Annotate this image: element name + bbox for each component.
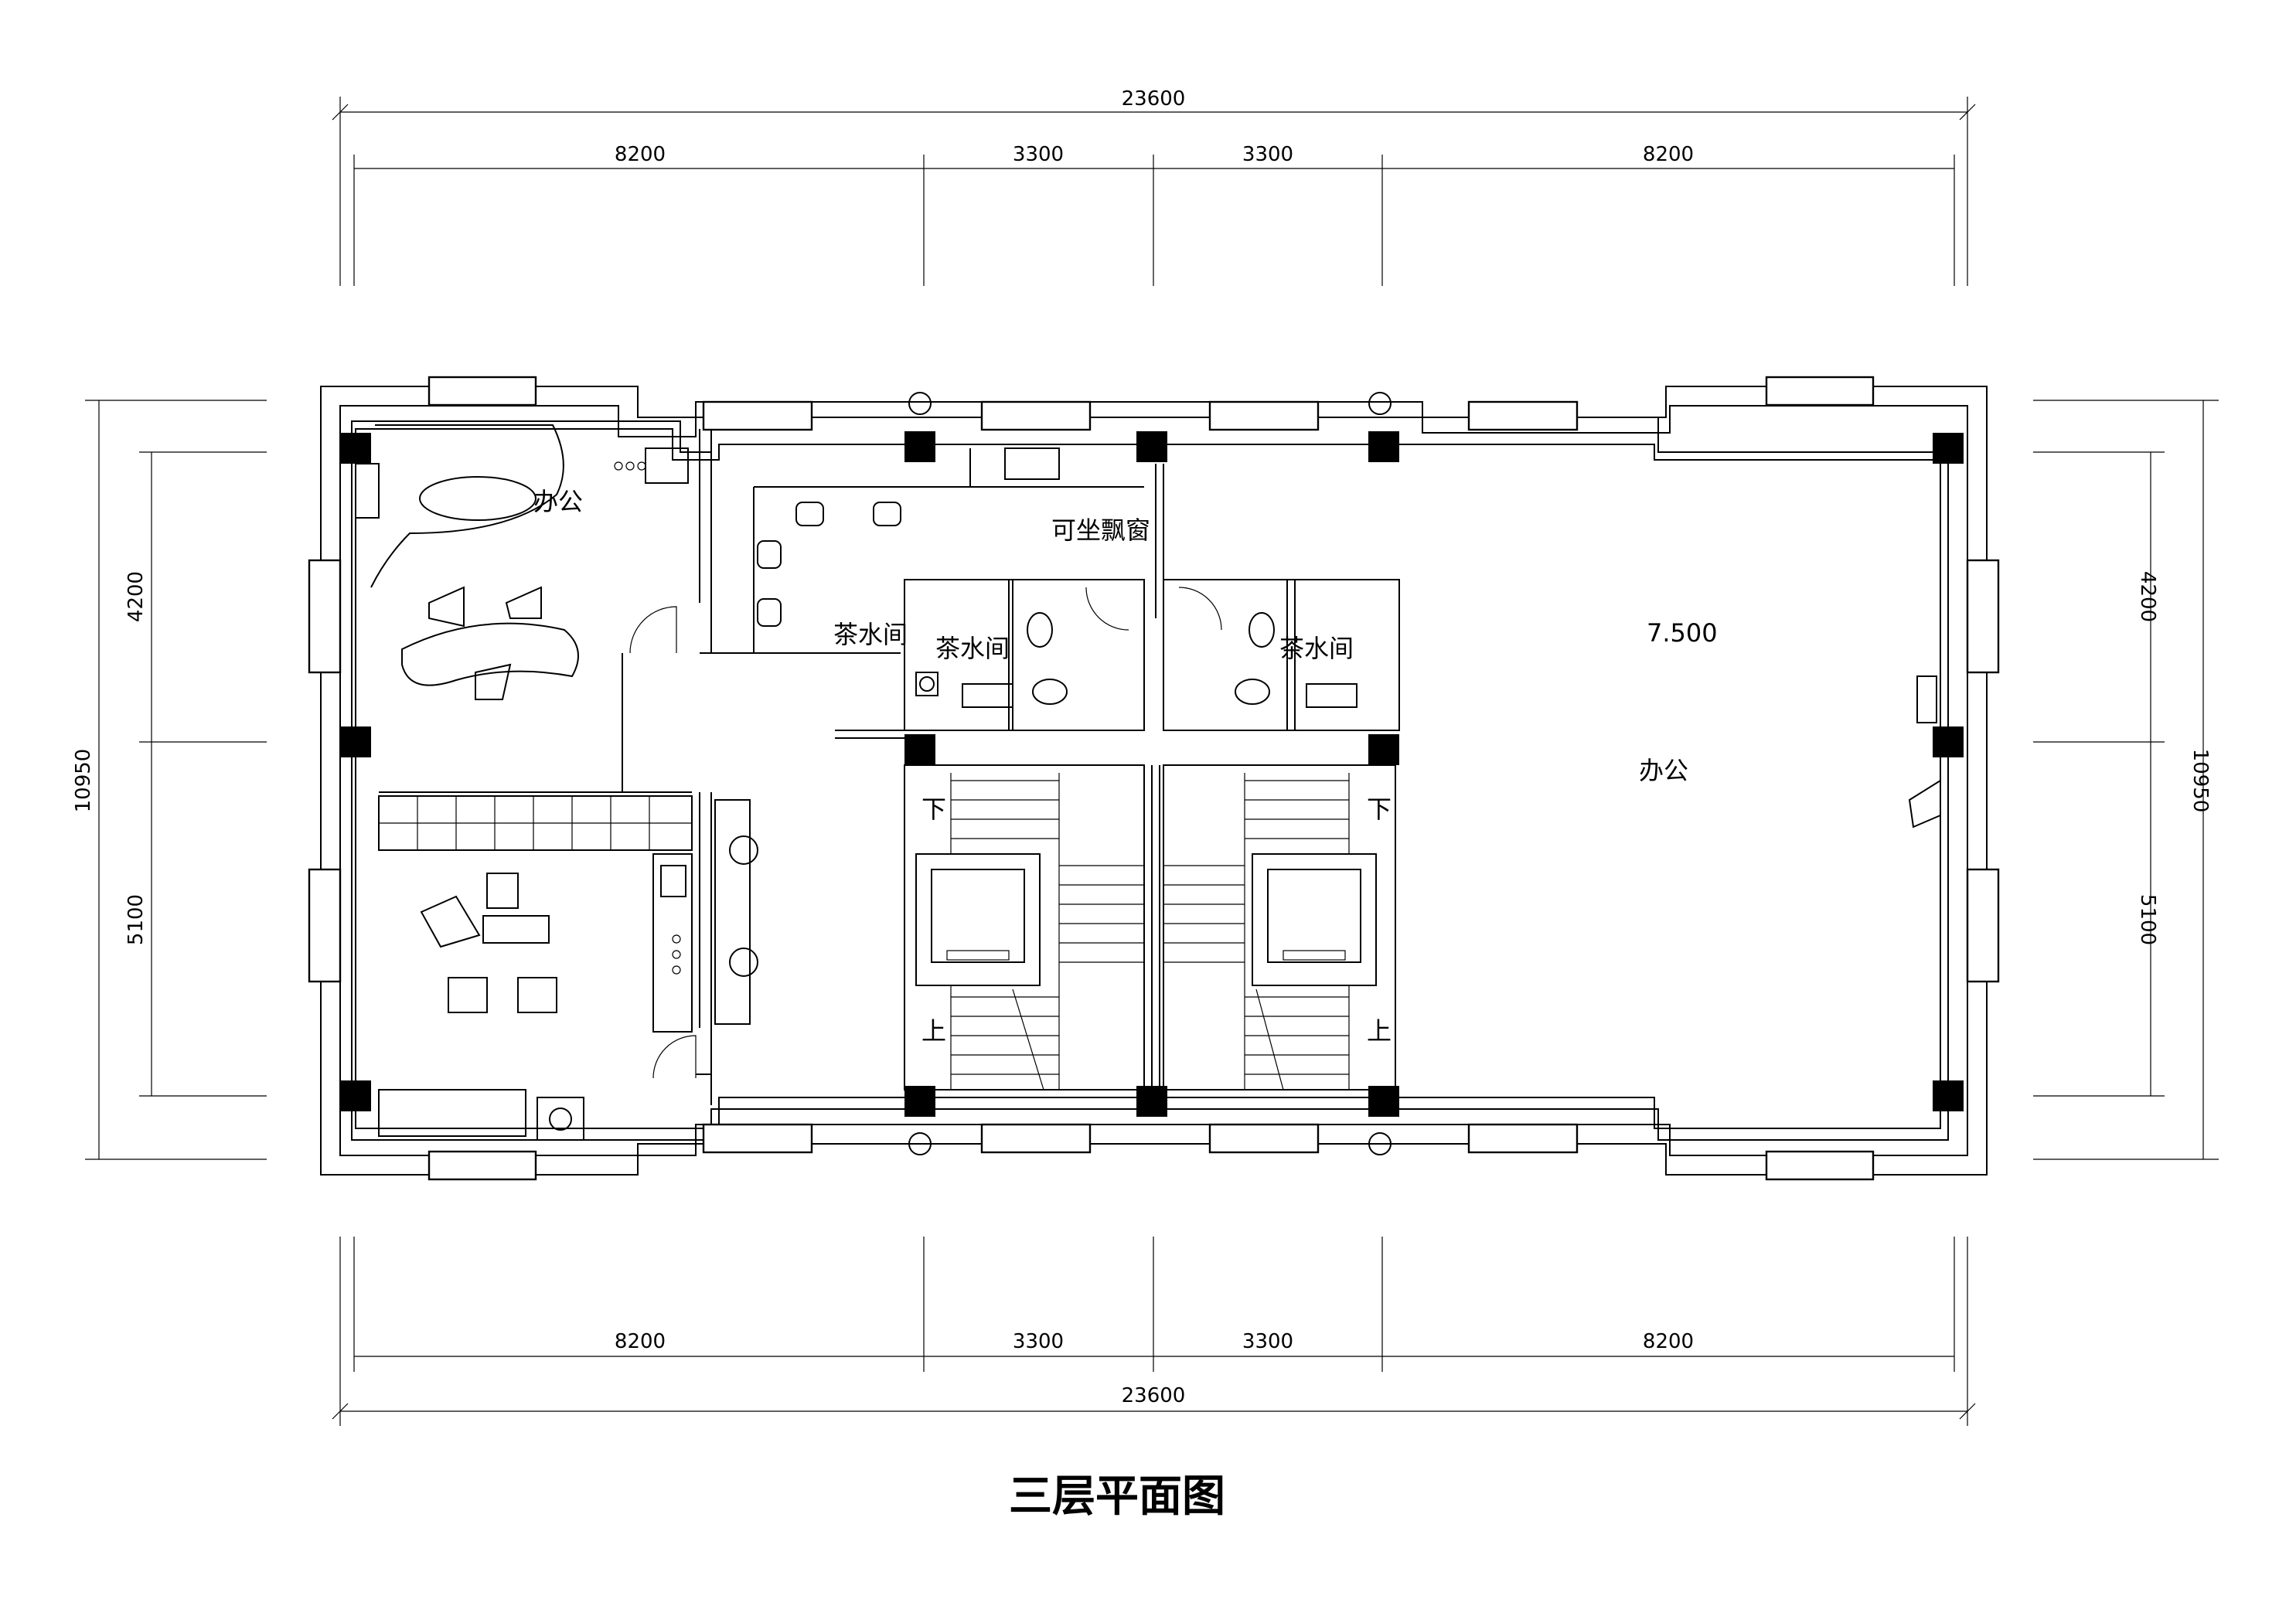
left-dimensions: 10950 4200 5100 (72, 400, 267, 1160)
stair-right: 下 上 (1163, 773, 1392, 1091)
room-labels: 办公 茶水间 茶水间 茶水间 可坐飘窗 7.500 办公 (533, 487, 1718, 785)
bay-windows-bottom (428, 1123, 1875, 1181)
stair-right-down-label: 下 (1367, 794, 1392, 824)
room-label-office-top-left: 办公 (533, 487, 583, 516)
room-label-tea-room-1: 茶水间 (833, 620, 908, 649)
room-label-tea-room-3: 茶水间 (1279, 634, 1354, 663)
room-label-tea-room-2: 茶水间 (935, 634, 1010, 663)
drawing-title: 三层平面图 (1009, 1472, 1225, 1522)
bookshelf (378, 795, 693, 851)
dim-left-seg-1: 4200 (124, 571, 148, 622)
dim-right-seg-1: 4200 (2136, 571, 2159, 622)
office-lower-left-furniture (378, 795, 758, 1141)
dim-bottom-seg-4: 8200 (1643, 1330, 1694, 1353)
tea-rooms (904, 579, 1400, 731)
side-windows (308, 559, 2000, 983)
room-label-elevation: 7.500 (1647, 618, 1718, 648)
stair-left: 下 上 (915, 773, 1144, 1091)
right-dimensions: 10950 4200 5100 (2033, 400, 2219, 1160)
tea-lounge-furniture (757, 447, 1060, 627)
interior-walls (379, 429, 1396, 1105)
stair-left-up-label: 上 (921, 1016, 946, 1046)
structural-columns (340, 431, 1964, 1117)
stair-left-down-label: 下 (921, 794, 946, 824)
dim-top-seg-4: 8200 (1643, 143, 1694, 166)
dim-left-seg-2: 5100 (124, 894, 148, 945)
dim-top-seg-2: 3300 (1013, 143, 1064, 166)
dim-bottom-seg-3: 3300 (1242, 1330, 1293, 1353)
dim-bottom-seg-2: 3300 (1013, 1330, 1064, 1353)
bay-windows-top (428, 376, 1875, 431)
dim-left-total: 10950 (72, 749, 95, 813)
dim-top-seg-3: 3300 (1242, 143, 1293, 166)
dim-bottom-total: 23600 (1122, 1384, 1186, 1407)
staircases: 下 上 下 上 (915, 773, 1392, 1091)
office-left-furniture (355, 424, 689, 700)
dim-top-total: 23600 (1122, 87, 1186, 111)
room-label-bay-window: 可坐飘窗 (1051, 515, 1150, 545)
doors (629, 587, 1222, 1079)
top-dimensions: 23600 8200 3300 3300 8200 (332, 87, 1976, 286)
room-label-office-right: 办公 (1639, 756, 1688, 785)
dim-right-total: 10950 (2189, 749, 2212, 813)
dim-top-seg-1: 8200 (615, 143, 666, 166)
dim-bottom-seg-1: 8200 (615, 1330, 666, 1353)
bottom-dimensions: 8200 3300 3300 8200 23600 (332, 1237, 1976, 1426)
dim-right-seg-2: 5100 (2136, 894, 2159, 945)
right-office-details (1908, 675, 1941, 829)
stair-right-up-label: 上 (1367, 1016, 1392, 1046)
